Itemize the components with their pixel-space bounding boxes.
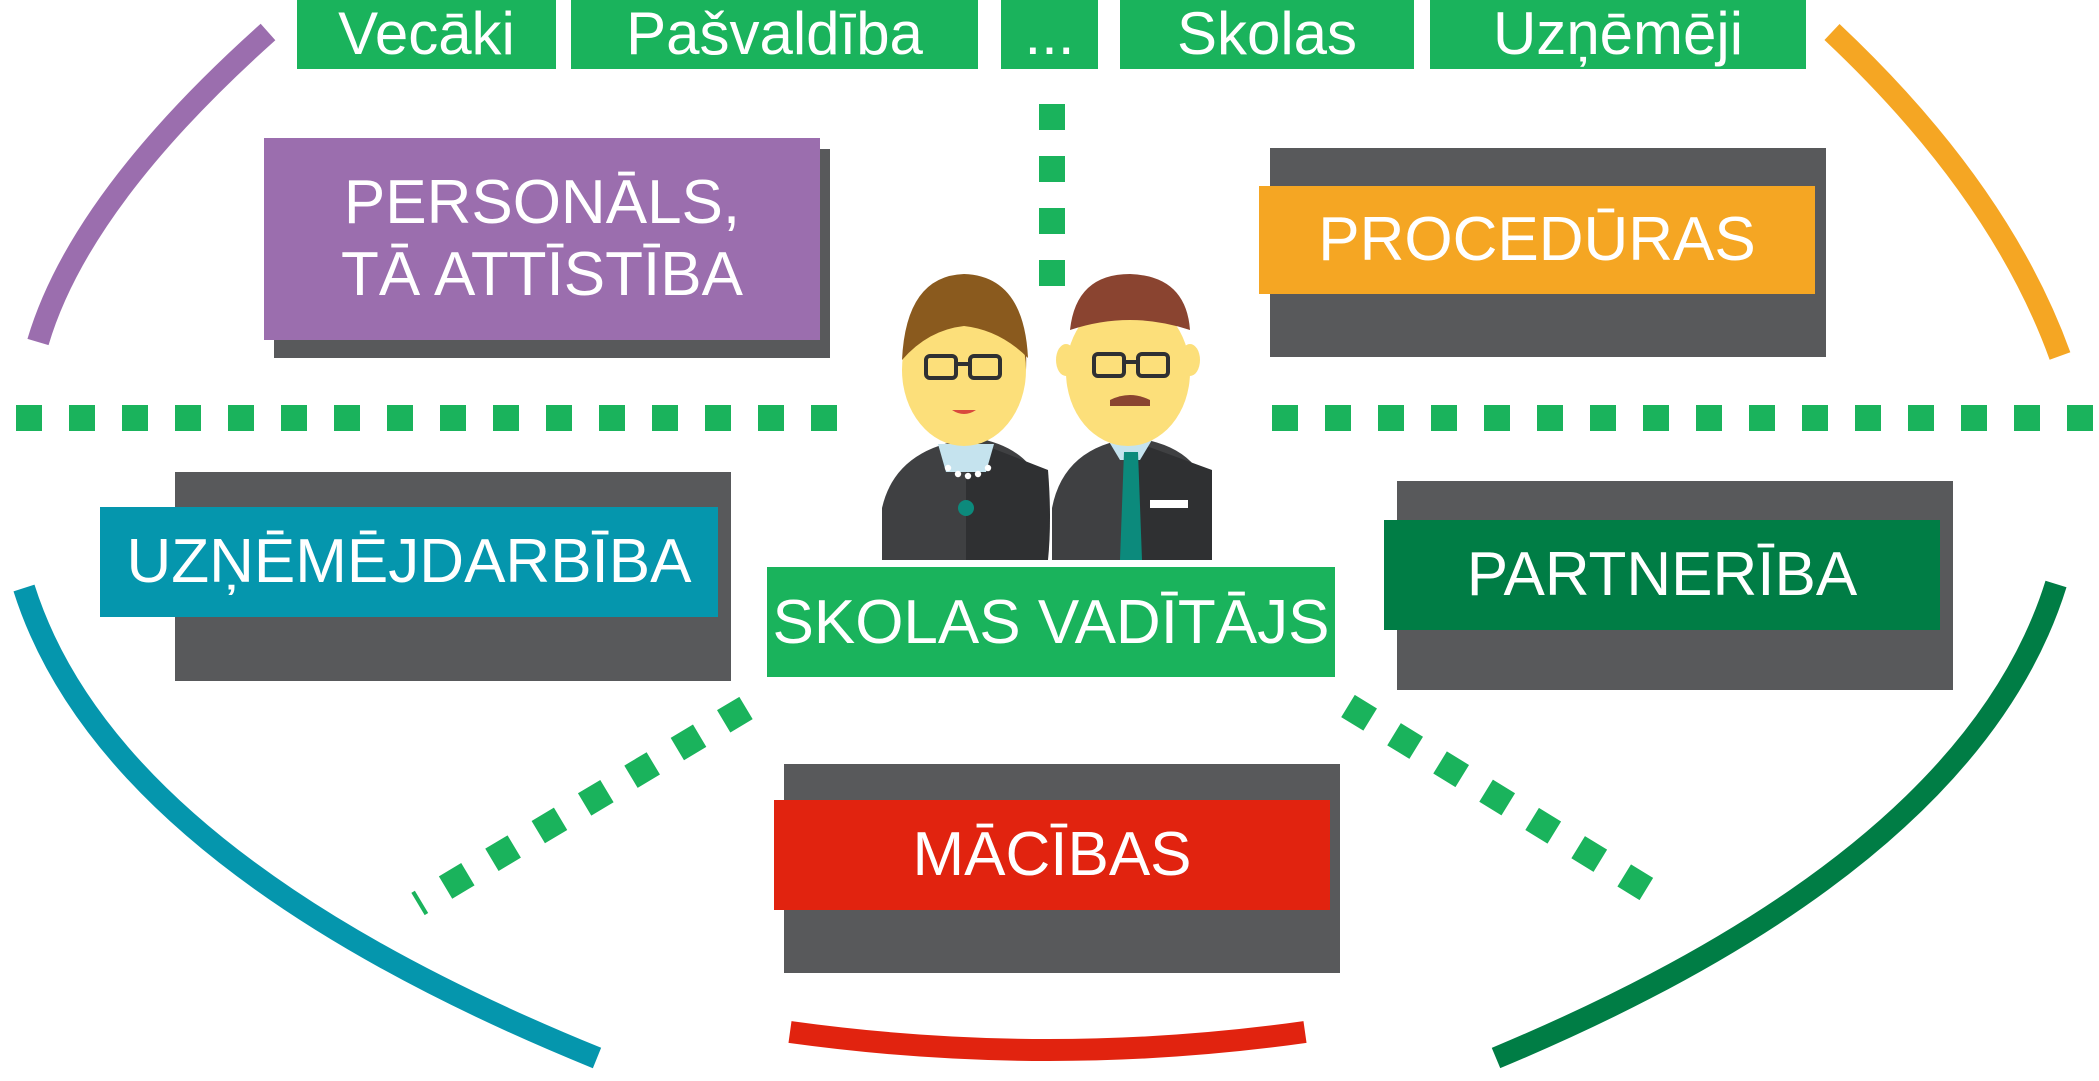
partnership-box: PARTNERĪBA xyxy=(1384,520,1940,630)
principal-label: SKOLAS VADĪTĀJS xyxy=(767,567,1335,677)
arc-red xyxy=(788,1021,1307,1061)
tag-municipality: Pašvaldība xyxy=(571,0,978,69)
personnel-box: PERSONĀLS, TĀ ATTĪSTĪBA xyxy=(264,138,820,340)
tag-ellipsis: ... xyxy=(1001,0,1098,69)
procedures-label: PROCEDŪRAS xyxy=(1318,205,1756,274)
studies-label: MĀCĪBAS xyxy=(912,820,1192,889)
dotted-line-lower-right xyxy=(1341,694,1655,902)
tag-parents: Vecāki xyxy=(297,0,556,69)
woman-figure xyxy=(882,274,1050,560)
arc-dark-green xyxy=(1491,580,2067,1069)
studies-box: MĀCĪBAS xyxy=(774,800,1330,910)
arc-purple xyxy=(27,23,276,346)
tag-schools: Skolas xyxy=(1120,0,1414,69)
partnership-label: PARTNERĪBA xyxy=(1466,540,1858,609)
procedures-box: PROCEDŪRAS xyxy=(1259,186,1815,294)
arc-orange xyxy=(1824,23,2071,360)
entrepreneurship-label: UZŅĒMĒJDARBĪBA xyxy=(126,527,692,596)
personnel-label: PERSONĀLS, TĀ ATTĪSTĪBA xyxy=(341,168,743,309)
man-figure xyxy=(1052,274,1212,560)
arc-teal xyxy=(13,584,602,1069)
entrepreneurship-box: UZŅĒMĒJDARBĪBA xyxy=(100,507,718,617)
tag-entrepreneurs: Uzņēmēji xyxy=(1430,0,1806,69)
dotted-line-lower-left xyxy=(411,696,753,916)
